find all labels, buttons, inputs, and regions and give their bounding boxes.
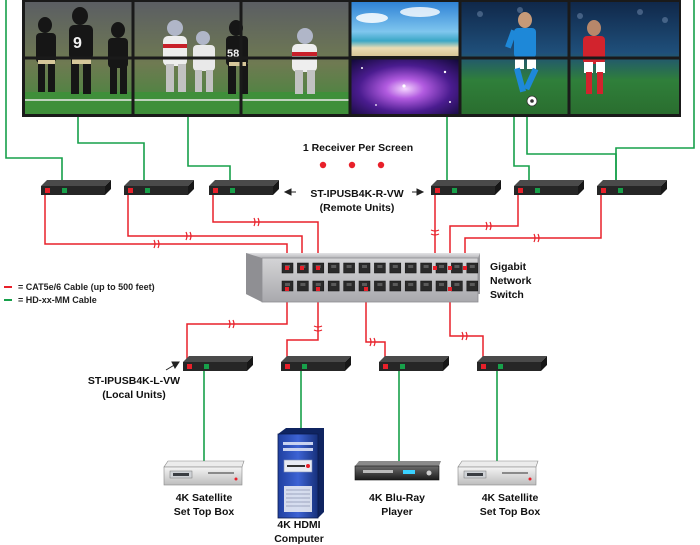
- hdmi-port-icon: [498, 364, 503, 369]
- remote-model-label: ST-IPUSB4K-R-VW: [310, 188, 403, 200]
- remote-label-arrows: [283, 188, 425, 196]
- local-unit-1: [183, 356, 253, 371]
- legend-cat-text: = CAT5e/6 Cable (up to 500 feet): [18, 282, 155, 292]
- ethernet-port-icon: [128, 188, 133, 193]
- computer-tower-icon: [277, 428, 324, 519]
- hdmi-port-icon: [535, 188, 540, 193]
- source-label-2-line1: 4K HDMI: [277, 519, 320, 531]
- legend-hdmi-text: = HD-xx-MM Cable: [18, 295, 97, 305]
- set-top-box-icon: [457, 460, 539, 486]
- source-label-4-line1: 4K Satellite: [482, 492, 539, 504]
- ethernet-port-icon: [601, 188, 606, 193]
- switch-label-line1: Gigabit: [490, 261, 527, 273]
- remote-unit-5: [514, 180, 584, 195]
- local-sub-label: (Local Units): [102, 389, 166, 401]
- panel-space: [350, 58, 460, 114]
- cat-cables: [44, 195, 602, 362]
- switch-label-line2: Network: [490, 275, 532, 287]
- receiver-note: 1 Receiver Per Screen: [303, 142, 413, 154]
- remote-sub-label: (Remote Units): [320, 202, 395, 214]
- remote-unit-3: [209, 180, 279, 195]
- ethernet-port-icon: [383, 364, 388, 369]
- ethernet-port-icon: [518, 188, 523, 193]
- source-label-1-line1: 4K Satellite: [176, 492, 233, 504]
- hdmi-port-icon: [400, 364, 405, 369]
- hdmi-port-icon: [230, 188, 235, 193]
- hdmi-cables-bottom: [203, 371, 498, 462]
- switch-ports: [281, 262, 479, 292]
- panel-beach: [350, 2, 460, 56]
- hdmi-port-icon: [452, 188, 457, 193]
- video-wall-bezels: [22, 0, 681, 117]
- video-wall: 9 58: [22, 0, 681, 117]
- source-label-2-line2: Computer: [274, 533, 324, 545]
- cable-legend: = CAT5e/6 Cable (up to 500 feet) = HD-xx…: [4, 282, 155, 305]
- local-label-arrow: [165, 361, 180, 371]
- local-unit-4: [477, 356, 547, 371]
- local-model-label: ST-IPUSB4K-L-VW: [88, 375, 180, 387]
- remote-unit-4: [431, 180, 501, 195]
- ethernet-port-icon: [481, 364, 486, 369]
- source-label-1-line2: Set Top Box: [174, 506, 235, 518]
- switch-label-line3: Switch: [490, 289, 524, 301]
- source-label-3-line1: 4K Blu-Ray: [369, 492, 425, 504]
- cable-break-marks: [153, 217, 540, 347]
- remote-unit-2: [124, 180, 194, 195]
- ellipsis-dots: [319, 161, 385, 169]
- local-unit-3: [379, 356, 449, 371]
- source-label-4-line2: Set Top Box: [480, 506, 541, 518]
- source-label-3-line2: Player: [381, 506, 413, 518]
- hdmi-port-icon: [302, 364, 307, 369]
- hdmi-port-icon: [62, 188, 67, 193]
- remote-unit-1: [41, 180, 111, 195]
- ethernet-port-icon: [285, 364, 290, 369]
- set-top-box-icon: [163, 460, 245, 486]
- svg-text:9: 9: [73, 35, 82, 52]
- local-unit-2: [281, 356, 351, 371]
- ethernet-port-icon: [435, 188, 440, 193]
- ethernet-port-icon: [45, 188, 50, 193]
- remote-units: [41, 180, 667, 195]
- hdmi-port-icon: [618, 188, 623, 193]
- ethernet-port-icon: [213, 188, 218, 193]
- hdmi-cables-top: [5, 0, 695, 186]
- local-units: [183, 356, 547, 371]
- hdmi-port-icon: [204, 364, 209, 369]
- remote-unit-6: [597, 180, 667, 195]
- ethernet-port-icon: [187, 364, 192, 369]
- hdmi-port-icon: [145, 188, 150, 193]
- gigabit-network-switch: [246, 253, 480, 303]
- bluray-player-icon: [354, 461, 441, 481]
